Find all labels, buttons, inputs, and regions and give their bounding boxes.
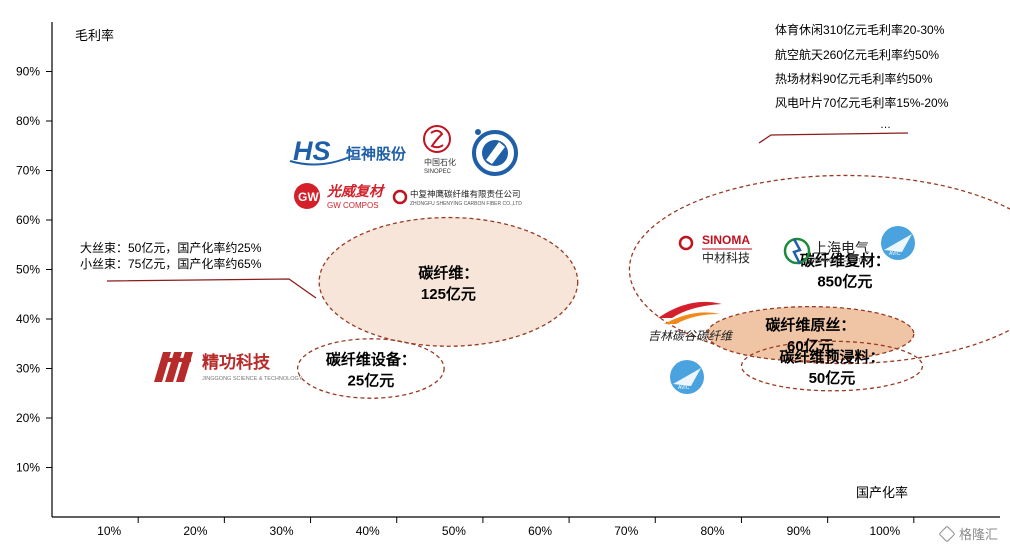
watermark-text: 格隆汇 (958, 527, 998, 542)
sinopec-en: SINOPEC (424, 169, 452, 175)
avic-mark-bottom: AVIC (678, 385, 690, 391)
x-tick-label: 80% (700, 524, 724, 538)
hengshen-swoosh-icon (289, 155, 353, 166)
sinoma-logo: SINOMA 中材科技 (678, 233, 752, 265)
x-tick-label: 100% (869, 524, 900, 538)
composite-note-line-2: 航空航天260亿元毛利率约50% (775, 47, 939, 62)
y-tick-label: 50% (16, 263, 40, 277)
gw-logo: GW 光威复材 GW COMPOS (294, 183, 385, 210)
shanghai-electric-globe-icon (783, 237, 811, 265)
carbon-fiber-equipment-value: 25亿元 (348, 372, 395, 390)
watermark-icon (938, 525, 956, 543)
blue-emblem-mark-icon (486, 142, 505, 164)
carbon-fiber-value: 125亿元 (421, 285, 476, 303)
blue-emblem-ring-icon (472, 130, 518, 176)
jinggong-en: JINGGONG SCIENCE & TECHNOLOGY (202, 376, 303, 382)
y-tick-label: 70% (16, 164, 40, 178)
gw-circle-icon (294, 183, 320, 209)
hengshen-name: 恒神股份 (346, 145, 407, 163)
composite-note-line-3: 热场材料90亿元毛利率约50% (775, 71, 933, 86)
sinopec-s-icon (430, 129, 444, 149)
sinopec-circle-icon (423, 125, 451, 153)
y-tick-label: 90% (16, 65, 40, 79)
jilin-name: 吉林碳谷碳纤维 (648, 329, 734, 343)
x-axis-label: 国产化率 (856, 485, 908, 500)
y-tick-label: 60% (16, 213, 40, 227)
avic-wing-icon (884, 234, 912, 252)
ticks-layer: 10% 20% 30% 40% 50% 60% 70% 80% 90% 10% 20% 30% 40% 5… (16, 65, 915, 538)
x-tick-label: 40% (356, 524, 380, 538)
carbon-fiber-prepreg-label: 碳纤维预浸料： (779, 348, 884, 366)
blue-emblem-dot-icon (475, 129, 481, 135)
carbon-fiber-bubble (318, 216, 579, 347)
x-tick-label: 10% (97, 524, 121, 538)
gw-mark: GW (298, 190, 319, 204)
carbon-fiber-equipment-bubble (296, 338, 445, 399)
y-tick-label: 10% (16, 461, 40, 475)
carbon-fiber-precursor-value: 60亿元 (787, 337, 834, 355)
composite-note-line-4: 风电叶片70亿元毛利率15%-20% (775, 95, 949, 110)
zhongfu-name: 中复神鹰碳纤维有限责任公司 (410, 189, 521, 199)
watermark: 格隆汇 (938, 524, 998, 543)
carbon-fiber-equipment-label: 碳纤维设备： (326, 351, 416, 369)
avic-wing-bottom-icon (673, 368, 701, 386)
x-tick-label: 30% (270, 524, 294, 538)
carbon-fiber-prepreg-value: 50亿元 (809, 369, 856, 387)
zhongfu-logo: 中复神鹰碳纤维有限责任公司 ZHONGFU SHENYING CARBON FI… (392, 189, 522, 207)
shanghai-electric-en: SHANGHAI ELECTRIC (813, 258, 870, 264)
avic-logo-bottom: AVIC (670, 360, 704, 394)
gw-en: GW COMPOS (327, 201, 379, 210)
composite-leader-line (758, 132, 909, 144)
shanghai-electric-bolt-icon (792, 238, 802, 265)
jilin-flame-icon (658, 301, 722, 318)
y-tick-label: 40% (16, 312, 40, 326)
jinggong-stripes-icon (154, 352, 193, 382)
carbon-fiber-precursor-bubble (706, 305, 915, 362)
carbon-fiber-composite-bubble (628, 174, 1010, 365)
carbon-fiber-note-line-1: 大丝束：50亿元，国产化率约25% (80, 240, 262, 255)
y-tick-label: 30% (16, 362, 40, 376)
carbon-fiber-prepreg-bubble (740, 340, 924, 392)
y-tick-label: 20% (16, 411, 40, 425)
zhongfu-flower-icon (392, 189, 408, 205)
carbon-fiber-leader-line (106, 278, 317, 299)
y-tick-label: 80% (16, 114, 40, 128)
carbon-fiber-note-line-2: 小丝束：75亿元，国产化率约65% (80, 256, 262, 271)
x-tick-label: 90% (787, 524, 811, 538)
composite-note-line-1: 体育休闲310亿元毛利率20-30% (775, 22, 945, 37)
carbon-fiber-composite-value: 850亿元 (817, 273, 872, 291)
zhongfu-en: ZHONGFU SHENYING CARBON FIBER CO.,LTD (410, 201, 522, 207)
x-tick-label: 50% (442, 524, 466, 538)
shanghai-electric-logo: 上海电气 SHANGHAI ELECTRIC (783, 237, 870, 265)
gw-name: 光威复材 (326, 183, 385, 199)
x-tick-label: 20% (183, 524, 207, 538)
carbon-fiber-label: 碳纤维： (418, 264, 478, 282)
carbon-fiber-precursor-label: 碳纤维原丝： (765, 316, 855, 334)
blue-emblem-logo (472, 129, 518, 176)
hengshen-logo: HS 恒神股份 (289, 136, 407, 166)
hengshen-mark: HS (293, 136, 331, 166)
x-tick-label: 60% (528, 524, 552, 538)
sinoma-en: SINOMA (702, 233, 750, 247)
x-tick-label: 70% (614, 524, 638, 538)
avic-mark-top: AVIC (889, 251, 901, 257)
sinopec-logo: 中国石化 SINOPEC (423, 125, 456, 175)
shanghai-electric-name: 上海电气 (813, 240, 869, 256)
y-axis-label: 毛利率 (75, 28, 114, 43)
sinoma-ring-icon (678, 235, 694, 251)
sinoma-name: 中材科技 (702, 250, 750, 265)
composite-note-ellipsis: … (880, 119, 891, 131)
jinggong-logo: 精功科技 JINGGONG SCIENCE & TECHNOLOGY (154, 352, 303, 382)
jinggong-name: 精功科技 (202, 352, 271, 372)
sinopec-name: 中国石化 (424, 157, 456, 167)
carbon-fiber-composite-label: 碳纤维复材： (800, 252, 890, 270)
avic-logo-top: AVIC (881, 226, 915, 260)
jilin-logo: 吉林碳谷碳纤维 (648, 301, 734, 343)
jilin-flame2-icon (664, 312, 720, 324)
